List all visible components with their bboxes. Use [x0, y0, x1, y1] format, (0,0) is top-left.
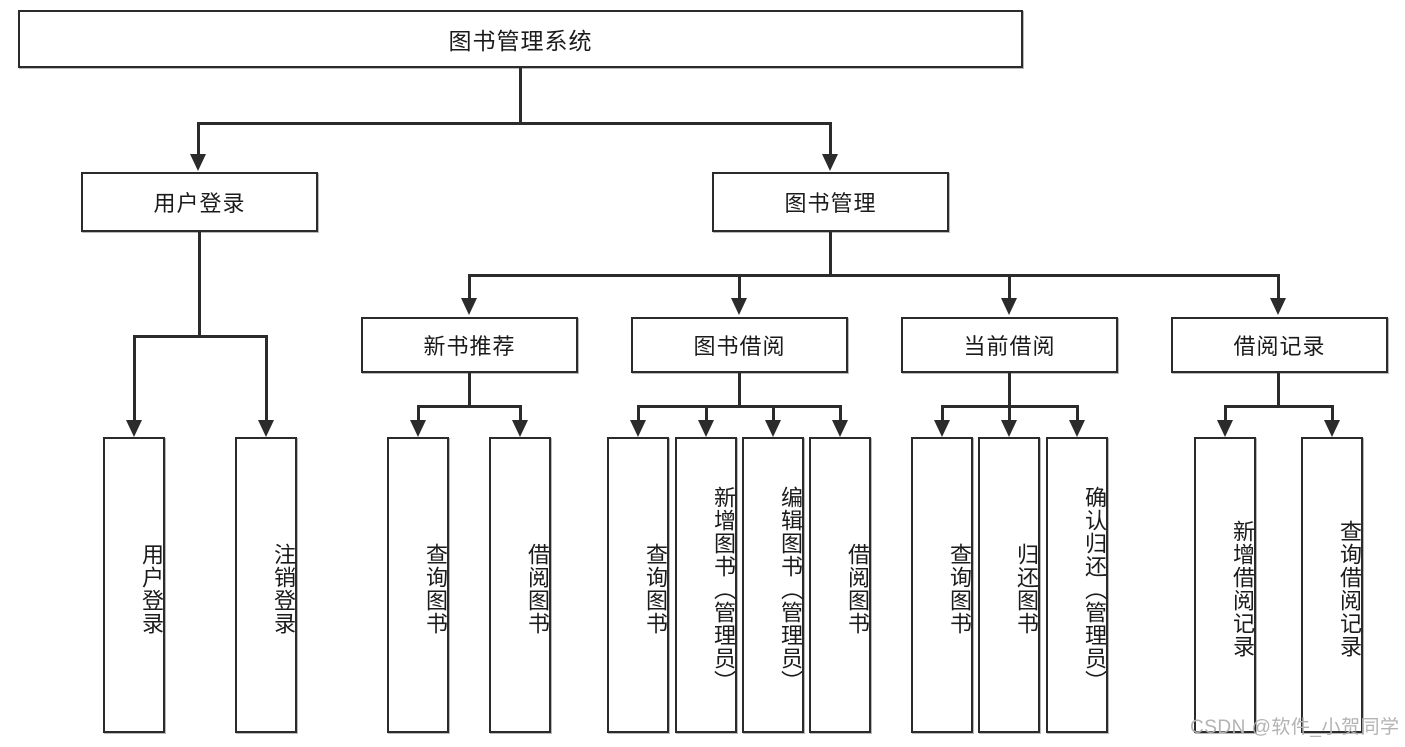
node-book-borrow[interactable]: 图书借阅 [631, 317, 848, 373]
node-book-manage[interactable]: 图书管理 [712, 172, 949, 232]
leaf-logout[interactable]: 注销登录 [235, 437, 297, 733]
connector-root-stem [519, 68, 522, 122]
connector-currentborrow-drop-2 [1008, 405, 1011, 420]
connector-bookborrow-drop-4 [839, 405, 842, 420]
leaf-bookborrow-edit-book[interactable]: 编辑图书（管理员） [742, 437, 804, 733]
arrow-to-book-borrow [731, 298, 747, 315]
connector-userlogin-drop-2 [265, 335, 268, 420]
leaf-current-confirm-return[interactable]: 确认归还（管理员） [1046, 437, 1108, 733]
arrow-to-leaf-bookborrow-query [630, 420, 646, 437]
connector-bookborrow-drop-2 [705, 405, 708, 420]
leaf-record-query[interactable]: 查询借阅记录 [1301, 437, 1363, 733]
arrow-to-book-manage [822, 154, 838, 171]
arrow-to-user-login [190, 154, 206, 171]
node-borrow-record[interactable]: 借阅记录 [1171, 317, 1388, 373]
connector-currentborrow-drop-3 [1076, 405, 1079, 420]
connector-bookborrow-drop-1 [637, 405, 640, 420]
connector-userlogin-stem [198, 232, 201, 335]
leaf-record-add[interactable]: 新增借阅记录 [1194, 437, 1256, 733]
leaf-newbook-query-book[interactable]: 查询图书 [387, 437, 449, 733]
leaf-current-return-book[interactable]: 归还图书 [978, 437, 1040, 733]
connector-bookmanage-drop-2 [738, 274, 741, 298]
leaf-bookborrow-borrow-book[interactable]: 借阅图书 [809, 437, 871, 733]
connector-bookmanage-drop-3 [1008, 274, 1011, 298]
arrow-to-leaf-bookborrow-edit [765, 420, 781, 437]
arrow-to-leaf-current-return [1001, 420, 1017, 437]
connector-userlogin-bus [133, 335, 268, 338]
arrow-to-leaf-current-query [934, 420, 950, 437]
arrow-to-leaf-newbook-borrow [512, 420, 528, 437]
connector-bookborrow-drop-3 [772, 405, 775, 420]
node-root-system[interactable]: 图书管理系统 [18, 10, 1023, 68]
connector-borrowrecord-stem [1277, 373, 1280, 405]
connector-borrowrecord-drop-1 [1224, 405, 1227, 420]
connector-borrowrecord-bus [1224, 405, 1334, 408]
connector-bookmanage-drop-4 [1277, 274, 1280, 298]
leaf-newbook-borrow-book[interactable]: 借阅图书 [489, 437, 551, 733]
node-new-book-recommend[interactable]: 新书推荐 [361, 317, 578, 373]
arrow-to-leaf-newbook-query [410, 420, 426, 437]
node-current-borrow[interactable]: 当前借阅 [901, 317, 1118, 373]
arrow-to-current-borrow [1001, 298, 1017, 315]
connector-newbook-bus [417, 405, 522, 408]
arrow-to-leaf-bookborrow-add [698, 420, 714, 437]
watermark-label: CSDN @软件_小贺同学 [1190, 717, 1400, 738]
arrow-to-leaf-logout [258, 420, 274, 437]
connector-bookmanage-bus [468, 274, 1280, 277]
leaf-bookborrow-add-book[interactable]: 新增图书（管理员） [675, 437, 737, 733]
leaf-current-query-book[interactable]: 查询图书 [911, 437, 973, 733]
connector-newbook-drop-2 [519, 405, 522, 420]
arrow-to-leaf-bookborrow-borrow [832, 420, 848, 437]
arrow-to-leaf-record-query [1324, 420, 1340, 437]
connector-userlogin-drop-1 [133, 335, 136, 420]
leaf-user-login[interactable]: 用户登录 [103, 437, 165, 733]
connector-newbook-stem [468, 373, 471, 405]
connector-root-drop-right [829, 122, 832, 154]
connector-newbook-drop-1 [417, 405, 420, 420]
leaf-bookborrow-query-book[interactable]: 查询图书 [607, 437, 669, 733]
connector-currentborrow-drop-1 [941, 405, 944, 420]
connector-borrowrecord-drop-2 [1331, 405, 1334, 420]
arrow-to-leaf-user-login [126, 420, 142, 437]
connector-root-drop-left [197, 122, 200, 154]
connector-currentborrow-stem [1008, 373, 1011, 405]
connector-bookmanage-drop-1 [468, 274, 471, 298]
arrow-to-new-book-recommend [461, 298, 477, 315]
arrow-to-leaf-record-add [1217, 420, 1233, 437]
arrow-to-leaf-current-confirm [1069, 420, 1085, 437]
connector-root-bus [197, 122, 832, 125]
node-user-login[interactable]: 用户登录 [81, 172, 318, 232]
connector-bookmanage-stem [829, 232, 832, 274]
arrow-to-borrow-record [1270, 298, 1286, 315]
connector-bookborrow-stem [738, 373, 741, 405]
connector-bookborrow-bus [637, 405, 842, 408]
